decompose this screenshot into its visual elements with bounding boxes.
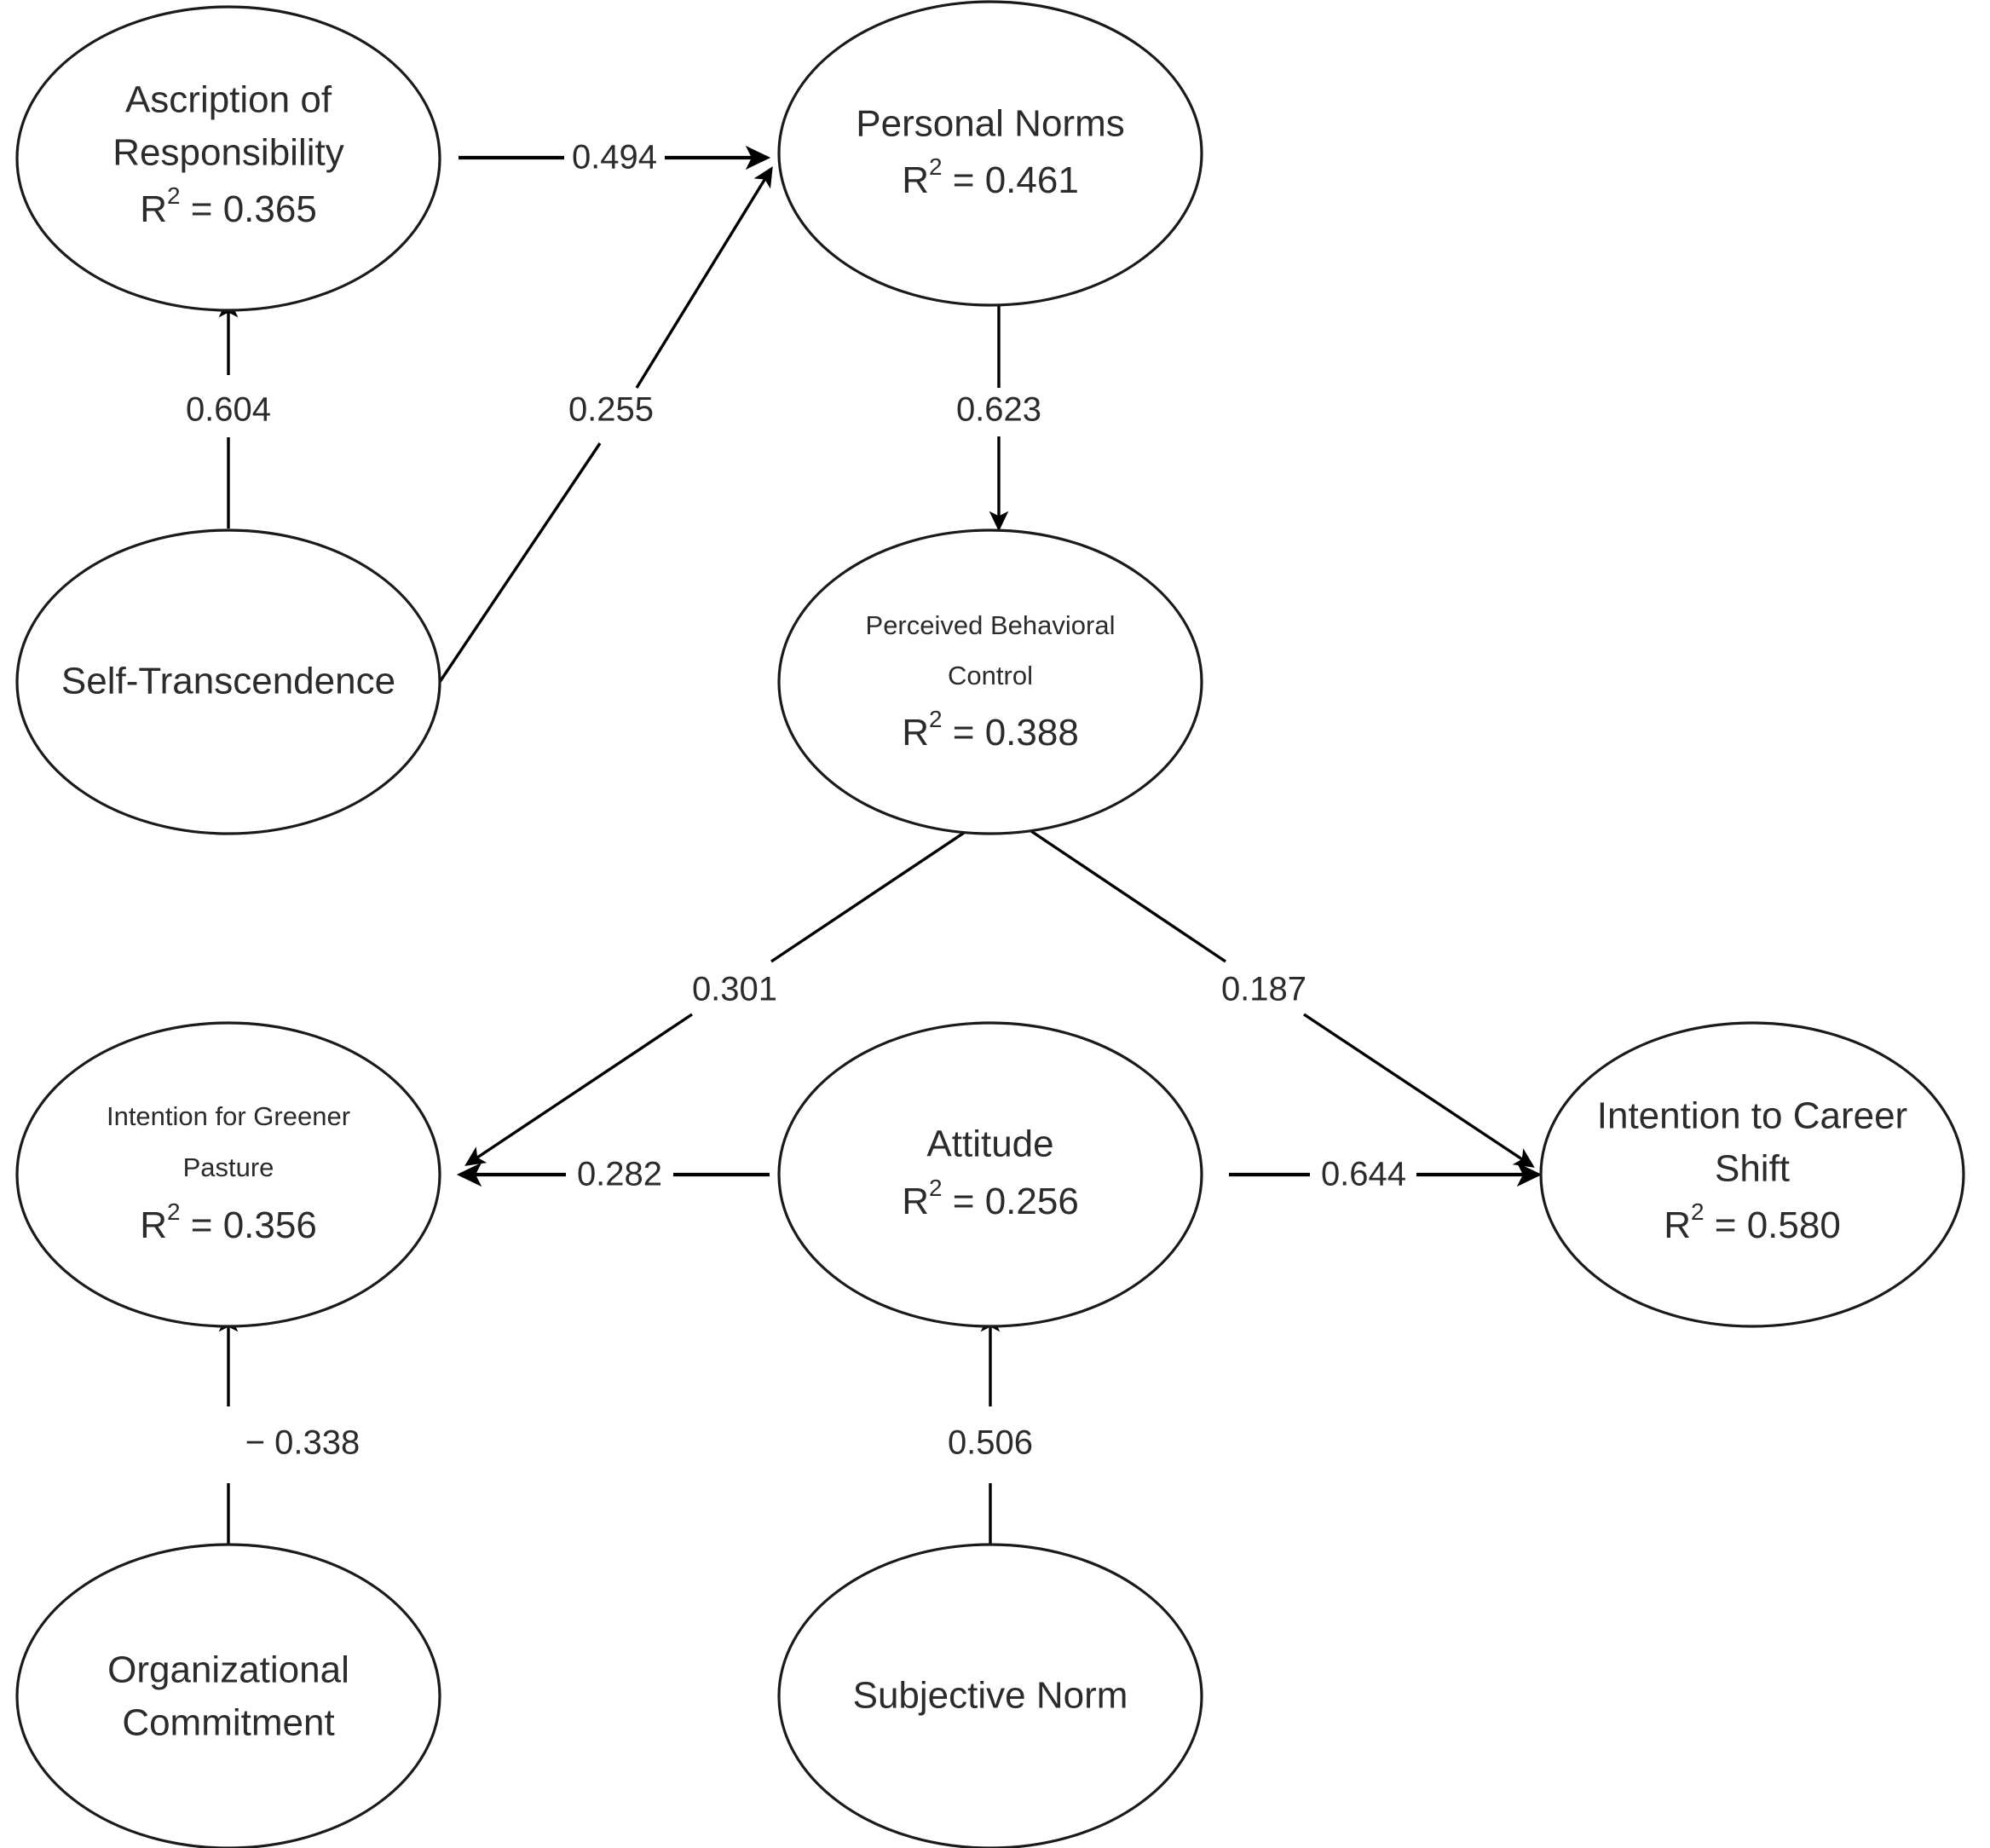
- node-ellipse-personal-norms[interactable]: [777, 0, 1203, 307]
- edge-label-pbc-to-career-shift: 0.187: [1221, 971, 1306, 1008]
- edge-self-transcendence-to-ascription: 0.604: [186, 297, 271, 528]
- node-title-self-transcendence: Self-Transcendence: [61, 661, 395, 702]
- node-title-greener-pasture-line-2: Pasture: [183, 1152, 274, 1182]
- edge-label-self-transcendence-to-ascription: 0.604: [186, 391, 271, 429]
- node-ellipse-organizational-commitment[interactable]: [15, 1543, 441, 1848]
- node-title-ascription-line-2: Responsibility: [112, 132, 343, 174]
- node-r2-greener-pasture: R2 = 0.356: [140, 1198, 317, 1245]
- node-ellipse-ascription-of-responsibility[interactable]: [15, 5, 441, 312]
- node-perceived-behavioral-control[interactable]: Perceived Behavioral Control R2 = 0.388: [777, 528, 1203, 835]
- node-title-pbc-line-2: Control: [948, 661, 1033, 690]
- node-attitude[interactable]: Attitude R2 = 0.256: [777, 1021, 1203, 1328]
- node-layer: Ascription of Responsibility R2 = 0.365 …: [15, 0, 1965, 1848]
- node-personal-norms[interactable]: Personal Norms R2 = 0.461: [777, 0, 1203, 307]
- node-r2-personal-norms: R2 = 0.461: [902, 153, 1079, 200]
- edge-self-transcendence-to-personal-norms: 0.255: [438, 166, 773, 683]
- edge-label-ascription-to-personal-norms: 0.494: [572, 139, 657, 176]
- node-ascription-of-responsibility[interactable]: Ascription of Responsibility R2 = 0.365: [15, 5, 441, 312]
- node-r2-attitude: R2 = 0.256: [902, 1175, 1079, 1221]
- node-ellipse-intention-for-greener-pasture[interactable]: [15, 1021, 441, 1328]
- node-title-career-shift-line-2: Shift: [1715, 1148, 1790, 1190]
- edge-label-pbc-to-greener-pasture: 0.301: [692, 971, 777, 1008]
- node-ellipse-self-transcendence[interactable]: [15, 528, 441, 835]
- edge-personal-norms-to-pbc: 0.623: [956, 298, 1041, 532]
- edge-layer: 0.494 0.604 0.255 0.623 0.301: [186, 139, 1543, 1596]
- node-title-pbc-line-1: Perceived Behavioral: [866, 610, 1116, 640]
- node-ellipse-intention-to-career-shift[interactable]: [1539, 1021, 1965, 1328]
- node-title-org-commitment-line-2: Commitment: [122, 1702, 334, 1744]
- edge-org-commitment-to-greener-pasture: − 0.338: [218, 1311, 361, 1596]
- edge-pbc-to-greener-pasture: 0.301: [464, 819, 983, 1166]
- node-title-personal-norms: Personal Norms: [856, 103, 1124, 145]
- node-self-transcendence[interactable]: Self-Transcendence: [15, 528, 441, 835]
- node-title-attitude: Attitude: [926, 1123, 1053, 1165]
- edge-label-personal-norms-to-pbc: 0.623: [956, 391, 1041, 429]
- edge-label-self-transcendence-to-personal-norms: 0.255: [568, 391, 654, 429]
- edge-attitude-to-career-shift: 0.644: [1229, 1156, 1543, 1193]
- node-r2-career-shift: R2 = 0.580: [1664, 1198, 1841, 1245]
- node-title-subjective-norm: Subjective Norm: [853, 1675, 1128, 1717]
- edge-ascription-to-personal-norms: 0.494: [459, 139, 771, 176]
- edge-attitude-to-greener-pasture: 0.282: [456, 1156, 770, 1193]
- node-title-ascription-line-1: Ascription of: [125, 79, 332, 121]
- node-ellipse-attitude[interactable]: [777, 1021, 1203, 1328]
- edge-label-org-commitment-to-greener-pasture: − 0.338: [245, 1424, 361, 1462]
- edge-pbc-to-career-shift: 0.187: [1015, 819, 1535, 1168]
- node-r2-ascription: R2 = 0.365: [140, 182, 317, 229]
- node-title-career-shift-line-1: Intention to Career: [1597, 1095, 1907, 1137]
- node-intention-to-career-shift[interactable]: Intention to Career Shift R2 = 0.580: [1539, 1021, 1965, 1328]
- node-organizational-commitment[interactable]: Organizational Commitment: [15, 1543, 441, 1848]
- edge-label-attitude-to-career-shift: 0.644: [1321, 1156, 1406, 1193]
- node-title-greener-pasture-line-1: Intention for Greener: [107, 1101, 350, 1131]
- node-ellipse-subjective-norm[interactable]: [777, 1543, 1203, 1848]
- node-intention-for-greener-pasture[interactable]: Intention for Greener Pasture R2 = 0.356: [15, 1021, 441, 1328]
- edge-label-subjective-norm-to-attitude: 0.506: [948, 1424, 1033, 1462]
- node-ellipse-perceived-behavioral-control[interactable]: [777, 528, 1203, 835]
- node-title-org-commitment-line-1: Organizational: [107, 1649, 349, 1691]
- edge-subjective-norm-to-attitude: 0.506: [948, 1311, 1033, 1596]
- node-r2-pbc: R2 = 0.388: [902, 706, 1079, 753]
- edge-label-attitude-to-greener-pasture: 0.282: [577, 1156, 662, 1193]
- node-subjective-norm[interactable]: Subjective Norm: [777, 1543, 1203, 1848]
